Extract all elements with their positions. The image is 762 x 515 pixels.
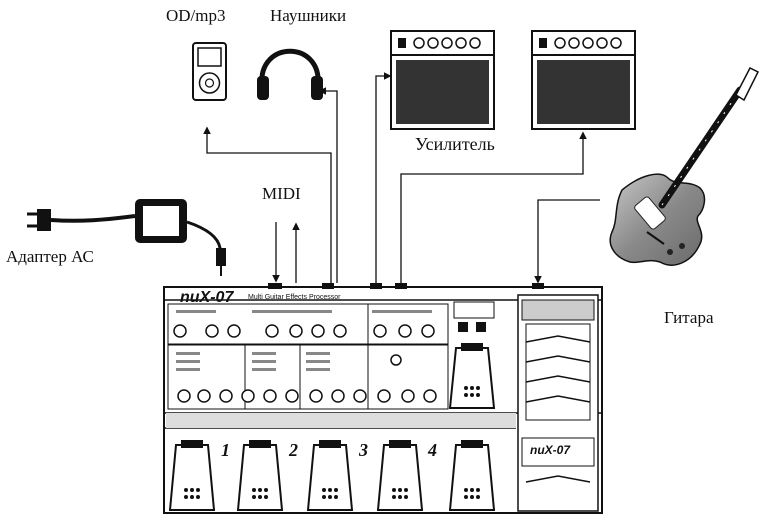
amplifier-label: Усилитель <box>415 134 495 154</box>
device-subtitle-label: Multi Guitar Effects Processor <box>248 294 341 301</box>
headphones-connection <box>318 87 338 283</box>
footswitch-number: 2 <box>289 440 298 460</box>
amp2-connection <box>400 131 587 283</box>
footswitch-number: 1 <box>221 440 230 460</box>
amplifier-icon <box>390 30 495 130</box>
amplifier-icon <box>531 30 636 130</box>
headphones-icon <box>257 48 323 100</box>
od-mp3-label: OD/mp3 <box>166 6 226 25</box>
guitar-connection <box>534 199 600 284</box>
connection-lines <box>203 72 600 284</box>
multi-effects-pedal-icon <box>163 283 603 514</box>
mp3-connection <box>203 126 332 283</box>
headphones-label: Наушники <box>270 6 347 25</box>
ac-adapter-icon <box>27 199 226 276</box>
guitar-label: Гитара <box>664 308 714 327</box>
side-model-label: nuX-07 <box>530 443 571 457</box>
footswitch-number: 4 <box>428 440 437 460</box>
electric-guitar-icon <box>609 66 760 266</box>
midi-label: MIDI <box>262 184 301 203</box>
footswitch-number: 3 <box>359 440 368 460</box>
device-model-label: nuX-07 <box>180 289 234 306</box>
adapter-label: Адаптер АС <box>6 247 94 266</box>
mp3-player-icon <box>192 42 227 101</box>
amp1-connection <box>375 72 392 283</box>
